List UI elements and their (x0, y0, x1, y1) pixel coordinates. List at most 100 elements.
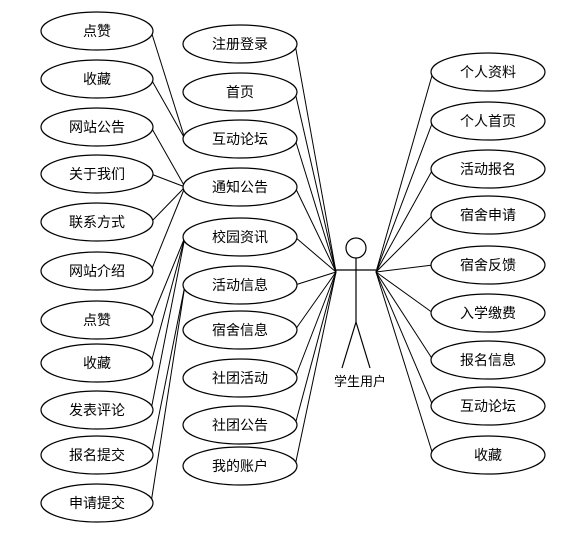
middle-use-case-5: 校园资讯 (182, 217, 298, 257)
connector-line (150, 236, 186, 411)
left-use-case-8: 收藏 (40, 343, 154, 383)
connector-line (150, 284, 186, 504)
actor-right-leg (355, 321, 371, 369)
connector-line (150, 236, 186, 321)
middle-use-case-10: 我的账户 (182, 446, 298, 486)
right-use-case-6: 入学缴费 (430, 293, 546, 333)
middle-use-case-9: 社团公告 (182, 405, 298, 445)
use-case-label: 报名提交 (69, 447, 125, 464)
use-case-oval (430, 195, 546, 235)
connector-line (294, 186, 337, 273)
use-case-oval (40, 154, 154, 194)
left-use-case-4: 关于我们 (40, 154, 154, 194)
connector-line (375, 168, 434, 273)
connector-line (375, 271, 434, 456)
middle-use-case-4: 通知公告 (182, 167, 298, 207)
use-case-label: 收藏 (83, 356, 111, 372)
use-case-oval (182, 119, 298, 159)
use-case-oval (40, 11, 154, 51)
use-case-label: 点赞 (83, 313, 111, 329)
use-case-oval (182, 265, 298, 305)
actor-student: 学生用户 (334, 237, 386, 390)
connector-line (294, 91, 337, 273)
use-case-label: 社团公告 (212, 418, 268, 434)
use-case-oval (40, 251, 154, 291)
middle-use-case-6: 活动信息 (182, 265, 298, 305)
actor-label: 学生用户 (334, 374, 386, 390)
use-case-oval (182, 310, 298, 350)
right-use-case-1: 个人资料 (430, 52, 546, 92)
connector-line (294, 271, 337, 331)
middle-use-case-8: 社团活动 (182, 358, 298, 398)
connector-line (294, 271, 337, 467)
use-case-label: 申请提交 (69, 495, 125, 512)
use-case-label: 个人资料 (460, 65, 516, 81)
use-case-label: 网站介绍 (69, 264, 125, 280)
connector-line (294, 43, 337, 273)
use-case-oval (430, 435, 546, 475)
connector-line (375, 271, 434, 361)
use-case-oval (430, 245, 546, 285)
use-case-label: 活动报名 (460, 162, 516, 178)
use-case-oval (182, 167, 298, 207)
use-case-oval (182, 358, 298, 398)
use-case-label: 入学缴费 (460, 306, 516, 322)
right-use-case-8: 互动论坛 (430, 386, 546, 426)
use-case-label: 注册登录 (212, 37, 268, 53)
connector-line (150, 236, 186, 364)
use-case-label: 关于我们 (69, 167, 125, 183)
use-case-label: 宿舍申请 (460, 207, 516, 224)
use-case-oval (182, 217, 298, 257)
use-case-label: 校园资讯 (212, 229, 268, 246)
right-use-case-9: 收藏 (430, 435, 546, 475)
connector-line (375, 271, 434, 407)
use-case-oval (430, 101, 546, 141)
use-case-oval (40, 107, 154, 147)
use-case-oval (40, 202, 154, 242)
middle-use-case-3: 互动论坛 (182, 119, 298, 159)
left-use-case-1: 点赞 (40, 11, 154, 51)
middle-use-case-2: 首页 (182, 72, 298, 112)
use-case-oval (40, 300, 154, 340)
connector-line (150, 30, 186, 140)
use-case-oval (430, 149, 546, 189)
connector-line (294, 271, 337, 379)
middle-use-case-1: 注册登录 (182, 24, 298, 64)
use-case-oval (430, 52, 546, 92)
right-use-case-2: 个人首页 (430, 101, 546, 141)
connector-line (150, 186, 186, 272)
use-case-label: 报名信息 (460, 352, 516, 369)
connector-line (294, 138, 337, 273)
use-case-label: 宿舍反馈 (460, 257, 516, 274)
left-use-case-5: 联系方式 (40, 202, 154, 242)
left-use-case-3: 网站公告 (40, 107, 154, 147)
use-case-label: 社团活动 (212, 371, 268, 387)
connector-line (375, 264, 434, 273)
use-case-oval (40, 435, 154, 475)
left-use-case-6: 网站介绍 (40, 251, 154, 291)
connector-line (375, 271, 434, 314)
use-case-label: 收藏 (474, 448, 502, 464)
use-case-oval (40, 483, 154, 523)
use-case-oval (182, 446, 298, 486)
use-case-label: 我的账户 (212, 458, 268, 475)
connector-line (150, 173, 186, 188)
connector-line (150, 186, 186, 223)
right-use-case-7: 报名信息 (430, 340, 546, 380)
left-use-case-2: 收藏 (40, 59, 154, 99)
use-case-oval (182, 24, 298, 64)
use-case-oval (430, 386, 546, 426)
connector-line (294, 236, 337, 273)
connector-line (375, 214, 434, 273)
left-use-case-10: 报名提交 (40, 435, 154, 475)
use-case-oval (40, 59, 154, 99)
left-use-case-9: 发表评论 (40, 390, 154, 430)
actor-left-leg (341, 321, 357, 369)
use-case-label: 个人首页 (460, 114, 516, 130)
left-use-case-7: 点赞 (40, 300, 154, 340)
use-case-oval (430, 340, 546, 380)
use-case-label: 点赞 (83, 24, 111, 40)
